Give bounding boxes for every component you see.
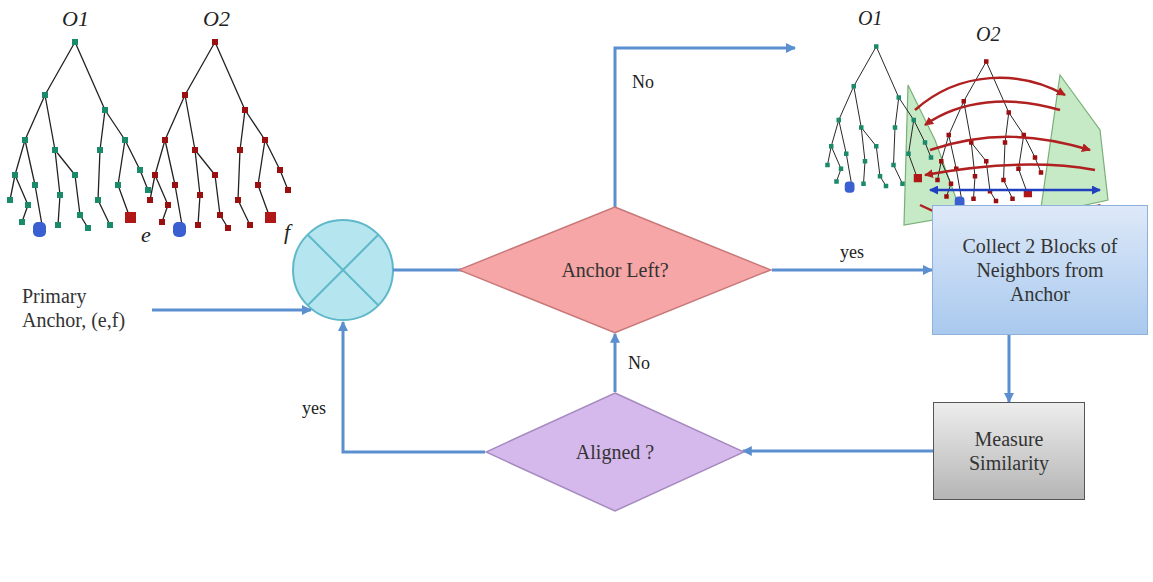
decision-diamond: Aligned ? (485, 392, 745, 512)
edge-label: No (626, 352, 652, 373)
node-text: Anchor Left? (515, 258, 715, 282)
node-text: Aligned ? (575, 440, 655, 464)
process-box: Measure Similarity (933, 402, 1085, 500)
flow-arrow (743, 450, 933, 453)
tree-label: O1 (858, 6, 882, 30)
decision-diamond: Anchor Left? (458, 206, 772, 334)
branch-label: No (632, 72, 654, 94)
edge-label: yes (838, 241, 866, 262)
node-text: Measure Similarity (952, 427, 1067, 475)
flow-lines (152, 48, 795, 452)
flow-arrow (614, 334, 617, 392)
node-label: e (141, 222, 151, 248)
node-label: f (284, 219, 290, 245)
flow-arrow (772, 268, 932, 271)
tree-label: O1 (62, 6, 89, 32)
tree-label: O2 (203, 6, 230, 32)
flow-arrow (1008, 335, 1011, 402)
process-box: Collect 2 Blocks of Neighbors from Ancho… (932, 205, 1148, 335)
node-text: Collect 2 Blocks of Neighbors from Ancho… (948, 234, 1133, 306)
tree-label: O2 (976, 22, 1000, 46)
combiner-circle (293, 220, 393, 320)
input-label: Primary Anchor, (e,f) (22, 284, 147, 332)
aligned-trees (825, 44, 1108, 227)
tree-o1 (7, 39, 151, 237)
tree-o2 (147, 39, 291, 237)
branch-label: yes (302, 398, 326, 420)
